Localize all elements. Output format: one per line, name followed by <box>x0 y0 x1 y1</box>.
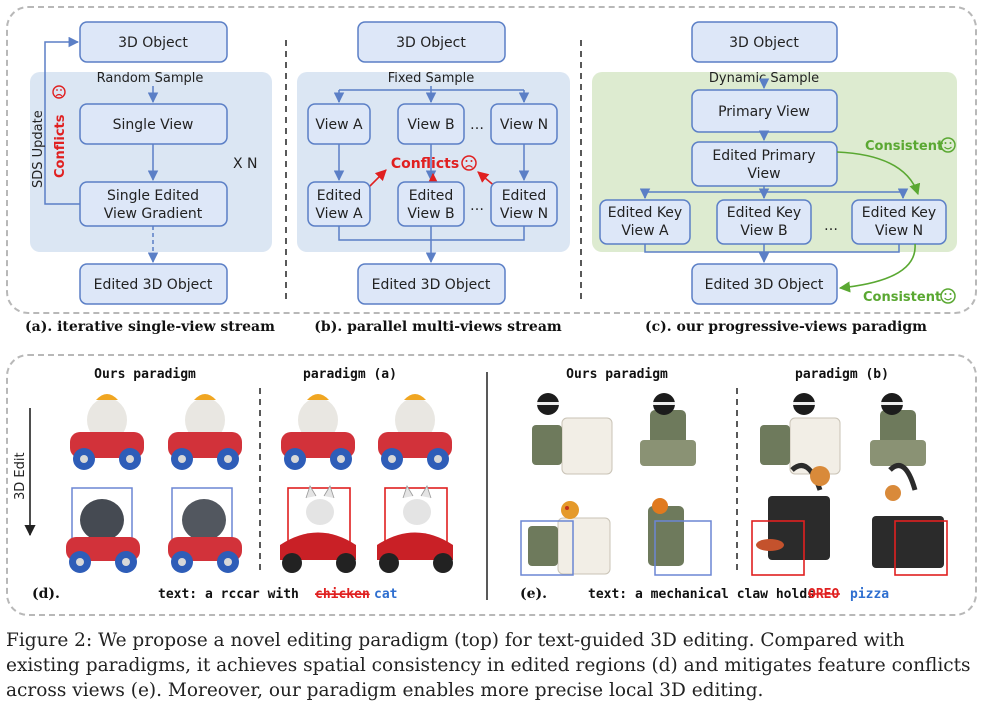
figure-caption-line-2: existing paradigms, it achieves spatial … <box>6 655 971 676</box>
b-dots-bottom: … <box>470 198 484 214</box>
e-claw-oreo-3 <box>760 393 841 475</box>
c-consistent-label-1: Consistent <box>865 139 943 154</box>
a-sds-loop-arrow <box>44 36 80 205</box>
d-baseline-cat-car-1 <box>280 485 356 573</box>
c-key-b-line2: View B <box>740 223 787 239</box>
c-consistent-label-2: Consistent <box>863 290 941 305</box>
panel-d: Ours paradigm paradigm (a) 3D Edit <box>13 367 453 602</box>
c-consistent-arrow-1 <box>836 151 921 196</box>
b-edited-b-line1: Edited <box>409 188 454 204</box>
b-view-a-label: View A <box>315 117 363 133</box>
a-edited-object-box <box>79 263 228 305</box>
d-chicken-car-4 <box>378 394 452 470</box>
a-sad-face-icon <box>52 85 66 99</box>
c-edited-primary-line1: Edited Primary <box>712 148 815 164</box>
d-ours-header: Ours paradigm <box>94 367 196 382</box>
c-key-a-line2: View A <box>621 223 669 239</box>
d-chicken-car-1 <box>70 394 144 470</box>
e-baseline-pizza-1 <box>751 463 830 576</box>
e-other-header: paradigm (b) <box>795 367 889 382</box>
a-sample-label: Random Sample <box>97 71 204 86</box>
figure-caption-line-1: Figure 2: We propose a novel editing par… <box>6 630 905 651</box>
b-edited-n-line1: Edited <box>502 188 547 204</box>
c-smile-face-icon-1 <box>940 137 956 153</box>
d-baseline-cat-car-2 <box>377 485 453 573</box>
top-panel-frame <box>6 6 977 314</box>
b-edited-a-line1: Edited <box>317 188 362 204</box>
c-consistent-arrow-2 <box>838 243 916 293</box>
c-edited-object-box <box>691 263 838 305</box>
e-ours-pizza-1 <box>520 501 611 576</box>
a-sds-label: SDS Update <box>31 110 46 188</box>
a-gradient-label-1: Single Edited <box>107 188 199 204</box>
d-text-replace: cat <box>374 587 397 602</box>
e-ours-header: Ours paradigm <box>566 367 668 382</box>
c-smile-face-icon-2 <box>940 288 956 304</box>
c-sample-label: Dynamic Sample <box>709 71 819 86</box>
d-chicken-car-2 <box>168 394 242 470</box>
e-claw-oreo-1 <box>532 393 613 475</box>
a-3d-object-box <box>79 21 228 63</box>
e-text-replace: pizza <box>850 587 889 602</box>
a-3d-object-label: 3D Object <box>118 35 188 51</box>
c-key-a-line1: Edited Key <box>608 205 682 221</box>
b-conflicts-label: Conflicts <box>391 156 459 172</box>
d-other-header: paradigm (a) <box>303 367 397 382</box>
c-caption: (c). our progressive-views paradigm <box>645 319 927 335</box>
d-ours-cat-car-1 <box>66 487 140 573</box>
b-edited-a-line2: View A <box>315 206 363 222</box>
b-3d-object-box <box>357 21 506 63</box>
a-repeat-label: X N <box>233 156 258 172</box>
c-primary-view-label: Primary View <box>718 104 810 120</box>
e-text-prefix: text: a mechanical claw holds <box>588 587 815 602</box>
a-single-view-label: Single View <box>113 117 194 133</box>
figure-caption-line-3: across views (e). Moreover, our paradigm… <box>6 680 764 701</box>
b-edited-object-box <box>357 263 506 305</box>
b-sad-face-icon <box>461 155 477 171</box>
figure-diagram: 3D Object Random Sample Single View X N … <box>13 21 957 602</box>
panel-b: 3D Object Fixed Sample View A View B … V… <box>297 21 570 335</box>
b-edited-n-line2: View N <box>500 206 548 222</box>
c-edited-primary-line2: View <box>747 166 780 182</box>
e-ours-pizza-2 <box>648 498 712 576</box>
b-sample-label: Fixed Sample <box>388 71 475 86</box>
a-edited-object-label: Edited 3D Object <box>94 277 213 293</box>
e-label: (e). <box>520 586 547 602</box>
c-key-b-line1: Edited Key <box>727 205 801 221</box>
e-claw-oreo-2 <box>640 393 696 466</box>
e-claw-oreo-4 <box>870 393 926 466</box>
panel-a: 3D Object Random Sample Single View X N … <box>25 21 275 335</box>
d-chicken-car-3 <box>281 394 355 470</box>
c-key-n-line2: View N <box>875 223 923 239</box>
a-caption: (a). iterative single-view stream <box>25 319 275 335</box>
b-dots-top: … <box>470 117 484 133</box>
c-edited-object-label: Edited 3D Object <box>705 277 824 293</box>
b-view-b-label: View B <box>407 117 454 133</box>
c-key-n-line1: Edited Key <box>862 205 936 221</box>
b-view-n-label: View N <box>500 117 548 133</box>
e-baseline-pizza-2 <box>872 463 948 576</box>
b-edited-b-line2: View B <box>407 206 454 222</box>
b-3d-object-label: 3D Object <box>396 35 466 51</box>
d-label: (d). <box>32 586 60 602</box>
c-3d-object-label: 3D Object <box>729 35 799 51</box>
c-dots: … <box>824 218 838 234</box>
figure-caption: Figure 2: We propose a novel editing par… <box>6 628 981 703</box>
panel-c: 3D Object Dynamic Sample Primary View Ed… <box>592 21 957 335</box>
b-edited-object-label: Edited 3D Object <box>372 277 491 293</box>
d-text-prefix: text: a rccar with <box>158 587 299 602</box>
b-caption: (b). parallel multi-views stream <box>314 319 562 335</box>
c-3d-object-box <box>691 21 838 63</box>
panel-e: Ours paradigm paradigm (b) <box>520 367 948 602</box>
d-edit-axis-label: 3D Edit <box>13 452 28 500</box>
bottom-panel-frame <box>6 354 977 616</box>
a-conflicts-label: Conflicts <box>53 114 68 178</box>
d-ours-cat-car-2 <box>168 487 242 573</box>
a-gradient-label-2: View Gradient <box>104 206 203 222</box>
